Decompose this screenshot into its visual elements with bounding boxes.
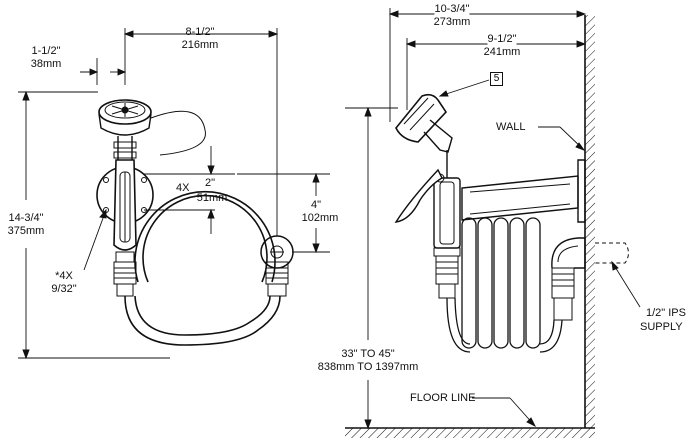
dim-bolt-count: 4X [176, 182, 190, 194]
dim-offset-imperial: 1-1/2" [31, 45, 61, 57]
dim-width-imperial: 8-1/2" [185, 26, 215, 38]
side-hose-coils [447, 218, 562, 352]
dim-bolt-imperial: 2" [204, 177, 216, 189]
dim-four-imperial: 4" [310, 199, 322, 211]
side-view [345, 8, 640, 438]
wall [585, 15, 595, 428]
hose-coil [125, 192, 280, 345]
floor [345, 428, 595, 438]
dim-mount-imperial: 33" TO 45" [341, 348, 395, 360]
side-spray-head [396, 95, 452, 152]
dim-depth-outer-imperial: 10-3/4" [434, 3, 470, 15]
wall-label: WALL [496, 121, 526, 133]
supply-label-line1: 1/2" IPS [646, 307, 686, 319]
dim-height-imperial: 14-3/4" [8, 212, 44, 224]
dim-offset-metric: 38mm [30, 58, 62, 70]
dim-bolt-metric: 51mm [196, 192, 228, 204]
spray-head [99, 100, 205, 155]
dim-depth-inner-imperial: 9-1/2" [487, 33, 517, 45]
dim-width-metric: 216mm [181, 39, 219, 51]
dim-depth-outer-metric: 273mm [433, 16, 471, 28]
floor-line-label: FLOOR LINE [410, 392, 476, 404]
dim-holes-size: 9/32" [51, 283, 77, 295]
front-view [18, 28, 330, 358]
dim-four-metric: 102mm [301, 212, 339, 224]
item-number-callout: 5 [490, 72, 503, 86]
dim-height-metric: 375mm [7, 225, 45, 237]
dim-depth-inner-metric: 241mm [483, 46, 521, 58]
dim-mount-metric: 838mm TO 1397mm [317, 361, 419, 373]
supply-label-line2: SUPPLY [640, 321, 683, 333]
dim-holes-count: *4X [55, 270, 73, 282]
front-dimensions [18, 28, 330, 358]
